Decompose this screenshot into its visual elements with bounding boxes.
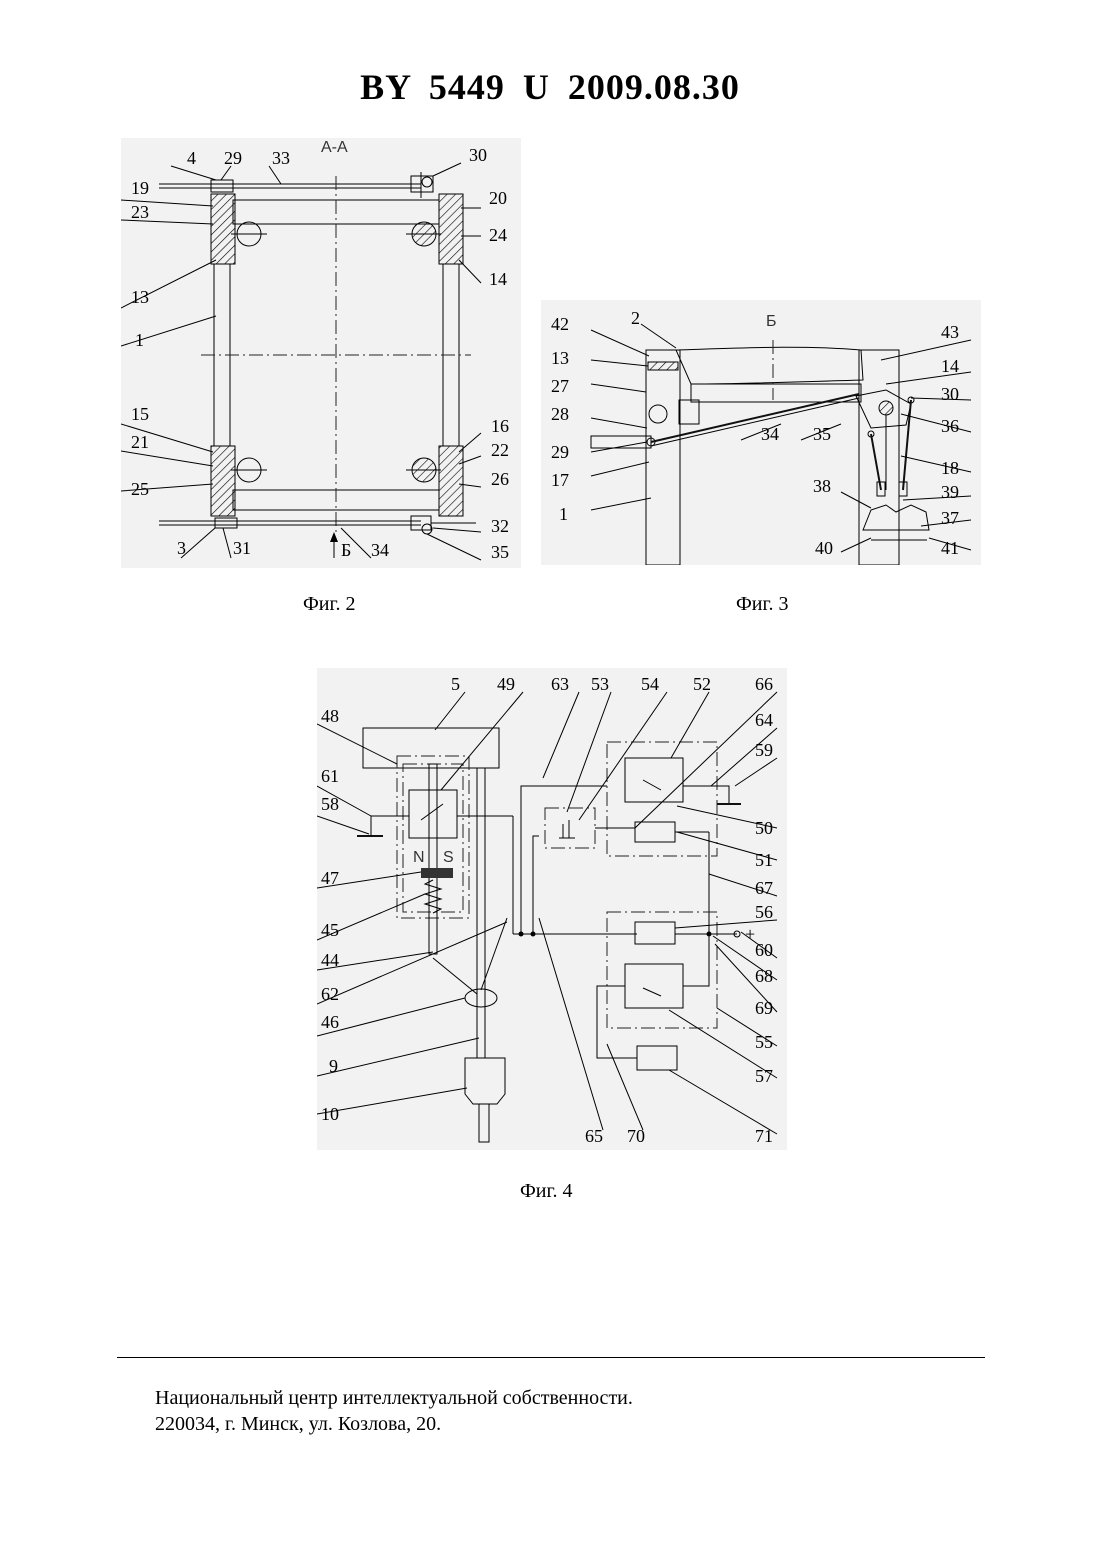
callout-64: 64 xyxy=(755,710,773,730)
callout-65: 65 xyxy=(585,1126,603,1146)
callout-2: 2 xyxy=(631,308,640,328)
figure-3-drawing: Б 42 2 13 27 28 29 17 1 43 14 30 36 34 3… xyxy=(541,300,981,565)
callout-49: 49 xyxy=(497,674,515,694)
footer-divider xyxy=(117,1357,985,1358)
callout-27: 27 xyxy=(551,376,569,396)
callout-19: 19 xyxy=(131,178,149,198)
view-label-b: Б xyxy=(766,313,777,330)
callout-40: 40 xyxy=(815,538,833,558)
callout-17: 17 xyxy=(551,470,569,490)
callout-66: 66 xyxy=(755,674,773,694)
callout-4: 4 xyxy=(187,148,196,168)
callout-62: 62 xyxy=(321,984,339,1004)
callout-38: 38 xyxy=(813,476,831,496)
figure-2-drawing: А-А Б 4 29 33 30 19 23 20 24 13 14 1 15 … xyxy=(121,138,521,568)
callout-47: 47 xyxy=(321,868,339,888)
callout-9: 9 xyxy=(329,1056,338,1076)
callout-15: 15 xyxy=(131,404,149,424)
view-label-b: Б xyxy=(341,540,351,560)
magnet-n-label: N xyxy=(413,849,425,866)
callout-69: 69 xyxy=(755,998,773,1018)
callout-42: 42 xyxy=(551,314,569,334)
footer-organization: Национальный центр интеллектуальной собс… xyxy=(155,1387,633,1410)
callout-37: 37 xyxy=(941,508,959,528)
callout-20: 20 xyxy=(489,188,507,208)
callout-51: 51 xyxy=(755,850,773,870)
callout-44: 44 xyxy=(321,950,339,970)
callout-5: 5 xyxy=(451,674,460,694)
callout-31: 31 xyxy=(233,538,251,558)
callout-30: 30 xyxy=(941,384,959,404)
callout-28: 28 xyxy=(551,404,569,424)
callout-18: 18 xyxy=(941,458,959,478)
callout-67: 67 xyxy=(755,878,773,898)
figure-2-caption: Фиг. 2 xyxy=(303,593,355,616)
callout-68: 68 xyxy=(755,966,773,986)
callout-70: 70 xyxy=(627,1126,645,1146)
callout-34: 34 xyxy=(761,424,779,444)
callout-13: 13 xyxy=(131,287,149,307)
callout-48: 48 xyxy=(321,706,339,726)
plus-terminal-label: + xyxy=(745,924,755,944)
callout-53: 53 xyxy=(591,674,609,694)
callout-21: 21 xyxy=(131,432,149,452)
callout-71: 71 xyxy=(755,1126,773,1146)
callout-16: 16 xyxy=(491,416,509,436)
figure-4: N S + 5 49 63 53 54 52 66 48 64 59 61 58… xyxy=(317,668,787,1150)
callout-32: 32 xyxy=(491,516,509,536)
callout-22: 22 xyxy=(491,440,509,460)
figure-4-drawing: N S + 5 49 63 53 54 52 66 48 64 59 61 58… xyxy=(317,668,787,1150)
callout-63: 63 xyxy=(551,674,569,694)
callout-13: 13 xyxy=(551,348,569,368)
patent-header: BY 5449 U 2009.08.30 xyxy=(0,66,1100,108)
callout-39: 39 xyxy=(941,482,959,502)
callout-43: 43 xyxy=(941,322,959,342)
magnet-s-label: S xyxy=(443,849,454,866)
callout-33: 33 xyxy=(272,148,290,168)
section-label-a-a: А-А xyxy=(321,139,348,156)
callout-1: 1 xyxy=(135,330,144,350)
callout-41: 41 xyxy=(941,538,959,558)
callout-59: 59 xyxy=(755,740,773,760)
figure-2: А-А Б 4 29 33 30 19 23 20 24 13 14 1 15 … xyxy=(121,138,521,568)
callout-25: 25 xyxy=(131,479,149,499)
callout-52: 52 xyxy=(693,674,711,694)
callout-50: 50 xyxy=(755,818,773,838)
callout-24: 24 xyxy=(489,225,507,245)
callout-61: 61 xyxy=(321,766,339,786)
callout-46: 46 xyxy=(321,1012,339,1032)
callout-60: 60 xyxy=(755,940,773,960)
callout-29: 29 xyxy=(224,148,242,168)
callout-36: 36 xyxy=(941,416,959,436)
callout-30: 30 xyxy=(469,145,487,165)
callout-26: 26 xyxy=(491,469,509,489)
callout-57: 57 xyxy=(755,1066,773,1086)
callout-29: 29 xyxy=(551,442,569,462)
callout-1: 1 xyxy=(559,504,568,524)
callout-10: 10 xyxy=(321,1104,339,1124)
callout-45: 45 xyxy=(321,920,339,940)
callout-14: 14 xyxy=(941,356,959,376)
callout-55: 55 xyxy=(755,1032,773,1052)
callout-54: 54 xyxy=(641,674,659,694)
callout-56: 56 xyxy=(755,902,773,922)
callout-35: 35 xyxy=(491,542,509,562)
callout-23: 23 xyxy=(131,202,149,222)
callout-14: 14 xyxy=(489,269,507,289)
figure-3: Б 42 2 13 27 28 29 17 1 43 14 30 36 34 3… xyxy=(541,300,981,565)
callout-58: 58 xyxy=(321,794,339,814)
figure-3-caption: Фиг. 3 xyxy=(736,593,788,616)
footer-address: 220034, г. Минск, ул. Козлова, 20. xyxy=(155,1413,441,1436)
callout-3: 3 xyxy=(177,538,186,558)
figure-4-caption: Фиг. 4 xyxy=(520,1180,572,1203)
callout-34: 34 xyxy=(371,540,389,560)
callout-35: 35 xyxy=(813,424,831,444)
